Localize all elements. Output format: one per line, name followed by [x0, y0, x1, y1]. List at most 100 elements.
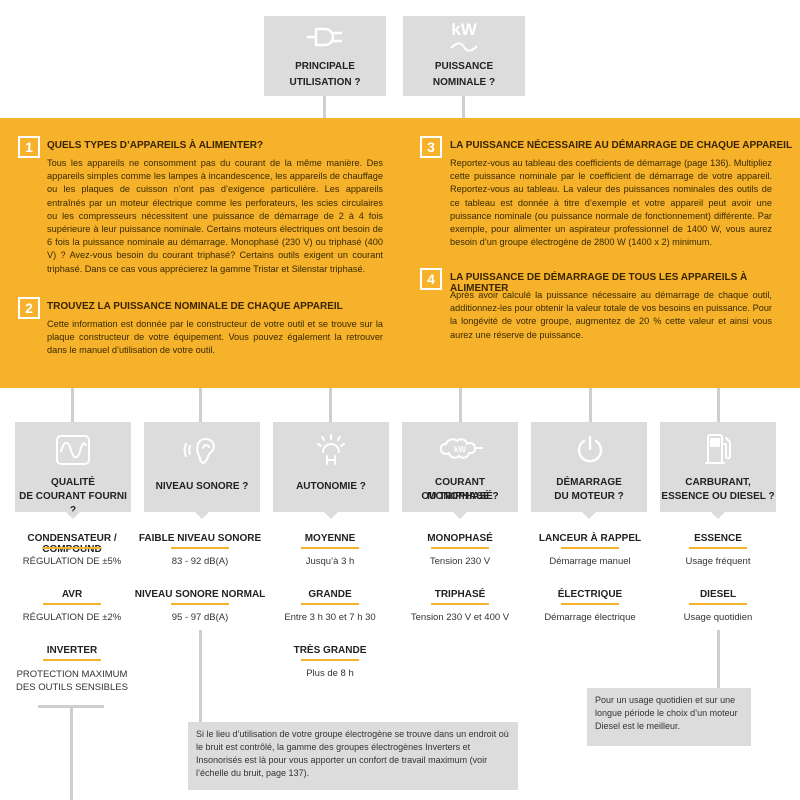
section-title: LA PUISSANCE DE DÉMARRAGE DE TOUS LES AP…: [450, 272, 748, 294]
section-number: 2: [18, 297, 40, 319]
connector-line: [71, 388, 74, 422]
connector-line: [462, 96, 465, 118]
option-underline: [43, 659, 101, 661]
box-pointer: [582, 512, 596, 519]
section-text: Tous les appareils ne consomment pas du …: [47, 158, 383, 274]
connector-line: [199, 388, 202, 422]
option-sub: Jusqu’à 3 h: [305, 556, 355, 567]
option-sub: Usage fréquent: [685, 556, 751, 567]
option-sub: 95 - 97 dB(A): [171, 612, 229, 623]
criteria-box-noise: NIVEAU SONORE ?: [144, 422, 260, 512]
fuel-pump-icon: [705, 434, 731, 464]
option-underline: [431, 603, 489, 605]
option-head: NIVEAU SONORE NORMAL: [134, 589, 266, 600]
option-head: LANCEUR À RAPPEL: [538, 533, 642, 544]
option-underline: [301, 659, 359, 661]
option-head: DIESEL: [699, 589, 737, 600]
criteria-label: COURANT MONOPHASÉ: [427, 477, 493, 502]
option-underline: [43, 547, 101, 549]
box-pointer: [195, 512, 209, 519]
option-underline: [171, 547, 229, 549]
option-head: CONDENSATEUR / COMPOUND: [27, 533, 117, 555]
criteria-box-phase: kW COURANT MONOPHASÉ OU TRIPHASÉ ?: [402, 422, 518, 512]
option-head: ÉLECTRIQUE: [557, 589, 623, 600]
option-underline: [43, 603, 101, 605]
diesel-note: Pour un usage quotidien et sur une longu…: [587, 688, 751, 746]
option-sub: Démarrage électrique: [544, 612, 636, 623]
option-sub: RÉGULATION DE ±5%: [22, 556, 122, 567]
connector-line: [70, 705, 73, 800]
option-head: MOYENNE: [304, 533, 356, 544]
connector-line: [329, 388, 332, 422]
info-banner: [0, 118, 800, 388]
section-text: Reportez-vous au tableau des coefficient…: [450, 158, 772, 248]
option-head: MONOPHASÉ: [427, 533, 493, 544]
top-box-label: PUISSANCE: [434, 61, 494, 72]
option-underline: [561, 603, 619, 605]
criteria-label: ESSENCE OU DIESEL ?: [661, 491, 775, 502]
criteria-label: DÉMARRAGE: [556, 477, 622, 488]
connector-line: [589, 388, 592, 422]
option-head: INVERTER: [46, 645, 98, 656]
section-text: Cette information est donnée par le cons…: [47, 319, 383, 356]
connector-line: [323, 96, 326, 118]
option-head: ESSENCE: [694, 533, 742, 544]
criteria-label: QUALITÉ: [51, 477, 95, 488]
section-title: TROUVEZ LA PUISSANCE NOMINALE DE CHAQUE …: [47, 301, 343, 312]
criteria-box-fuel: CARBURANT, ESSENCE OU DIESEL ?: [660, 422, 776, 512]
box-pointer: [66, 512, 80, 519]
criteria-label: AUTONOMIE ?: [296, 481, 366, 492]
plug-icon: [306, 27, 343, 47]
kw-icon-text: kW: [451, 20, 477, 39]
box-pointer: [453, 512, 467, 519]
kw-icon: kW: [403, 20, 525, 52]
noise-note: Si le lieu d’utilisation de votre groupe…: [188, 722, 518, 790]
option-underline: [431, 547, 489, 549]
top-box-label: UTILISATION ?: [289, 77, 361, 88]
option-sub: 83 - 92 dB(A): [171, 556, 229, 567]
option-underline: [171, 603, 229, 605]
option-head: TRIPHASÉ: [434, 589, 486, 600]
option-sub: Usage quotidien: [683, 612, 753, 623]
option-sub: Plus de 8 h: [306, 668, 354, 679]
waveform-icon: [56, 435, 90, 465]
top-box-power: kW PUISSANCE NOMINALE ?: [403, 16, 525, 96]
svg-text:kW: kW: [454, 445, 466, 454]
criteria-label: DU MOTEUR ?: [554, 491, 624, 502]
option-underline: [561, 547, 619, 549]
connector-line: [199, 630, 202, 722]
option-sub: Entre 3 h 30 et 7 h 30: [284, 612, 376, 623]
clock-icon: [317, 434, 345, 465]
top-box-label: PRINCIPALE: [295, 61, 355, 72]
section-number: 4: [420, 268, 442, 290]
option-head: FAIBLE NIVEAU SONORE: [138, 533, 262, 544]
option-underline: [301, 547, 359, 549]
option-underline: [689, 547, 747, 549]
section-text: Après avoir calculé la puissance nécessa…: [450, 290, 772, 340]
criteria-label: OU TRIPHASÉ ?: [421, 491, 499, 502]
box-pointer: [711, 512, 725, 519]
criteria-label: NIVEAU SONORE ?: [155, 481, 249, 492]
section-number: 1: [18, 136, 40, 158]
criteria-label: CARBURANT,: [685, 477, 751, 488]
power-icon: [577, 435, 603, 463]
connector-line: [717, 630, 720, 688]
criteria-box-start: DÉMARRAGE DU MOTEUR ?: [531, 422, 647, 512]
option-sub: PROTECTION MAXIMUM DES OUTILS SENSIBLES: [16, 669, 128, 693]
top-box-label: NOMINALE ?: [432, 77, 496, 88]
section-title: QUELS TYPES D’APPAREILS À ALIMENTER?: [47, 140, 264, 151]
connector-line: [717, 388, 720, 422]
ear-icon: [183, 438, 215, 464]
criteria-box-autonomy: AUTONOMIE ?: [273, 422, 389, 512]
option-sub: Tension 230 V: [429, 556, 491, 567]
top-box-usage: PRINCIPALE UTILISATION ?: [264, 16, 386, 96]
option-sub: Démarrage manuel: [549, 556, 631, 567]
box-pointer: [324, 512, 338, 519]
criteria-box-current-quality: QUALITÉ DE COURANT FOURNI ?: [15, 422, 131, 516]
option-sub: Tension 230 V et 400 V: [410, 612, 510, 623]
option-head: AVR: [61, 589, 83, 600]
option-head: TRÈS GRANDE: [293, 645, 367, 656]
criteria-label: DE COURANT FOURNI ?: [19, 491, 127, 516]
section-title: LA PUISSANCE NÉCESSAIRE AU DÉMARRAGE DE …: [450, 140, 793, 151]
plug-kw-icon: kW: [439, 438, 483, 459]
